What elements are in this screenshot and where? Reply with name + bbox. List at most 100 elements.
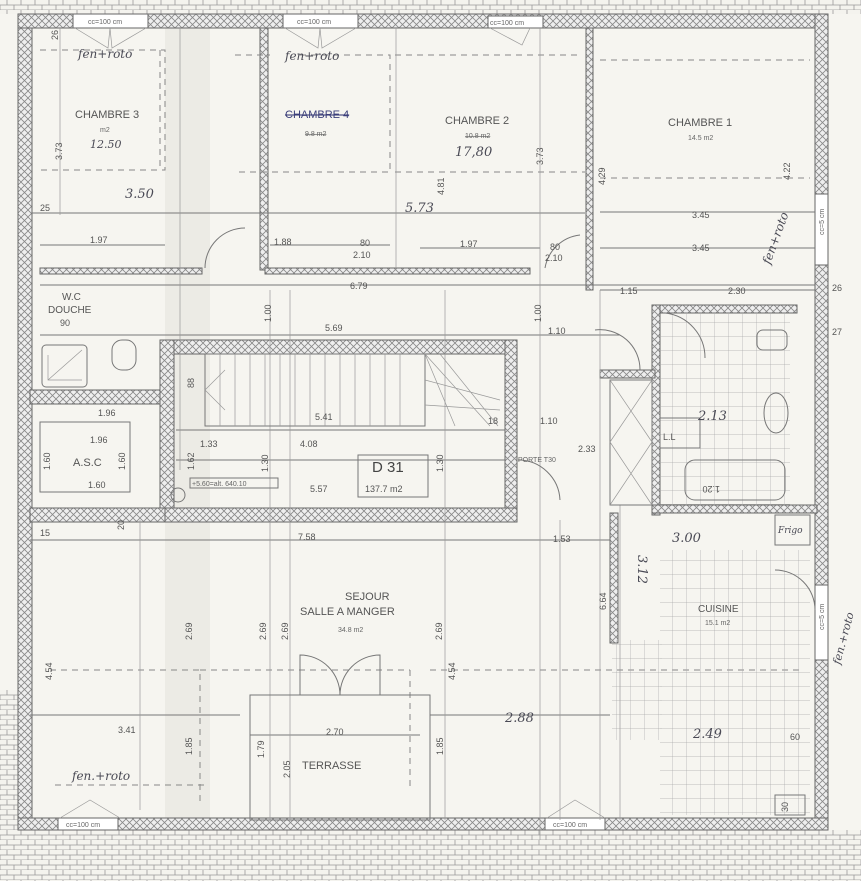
handwritten-notes: 3.50 5.73 3.00 3.12 2.13 2.88 2.49 (125, 187, 727, 742)
note-cuisine: fen.+roto (830, 611, 857, 667)
window-label: cc=100 cm (297, 19, 331, 26)
level-box (189, 477, 279, 489)
interior-walls (29, 27, 818, 644)
window-label: cc=100 cm (490, 20, 524, 27)
duct-shaft (609, 379, 653, 506)
unit-box (357, 454, 429, 498)
dimension-label: 1.10 (548, 326, 566, 336)
window-sejour-right (544, 817, 606, 831)
handwritten-dimension: 2.49 (692, 727, 722, 742)
room-area-sejour: 34.8 m2 (338, 627, 363, 634)
dimension-label: 20 (116, 520, 126, 530)
label-frigo: Frigo (777, 526, 803, 536)
dimension-label: 88 (186, 378, 196, 388)
dimension-label: 3.45 (692, 243, 710, 253)
dimension-label: 1.79 (256, 740, 266, 758)
staircase (204, 353, 501, 427)
dimension-label: 18 (488, 416, 498, 426)
fridge-box (774, 514, 811, 546)
dimension-label: 1.60 (88, 480, 106, 490)
window-sejour-left (57, 817, 119, 831)
laundry-box (659, 417, 701, 449)
room-name-chambre3: CHAMBRE 3 (75, 109, 139, 121)
dimension-label: 1.30 (260, 454, 270, 472)
room-area-cuisine: 15.1 m2 (705, 620, 730, 627)
room-name-chambre4: CHAMBRE 4 (285, 109, 349, 121)
dimension-label: 1.00 (533, 304, 543, 322)
dimension-labels: 3.73 26 25 1.97 1.88 80 2.10 1.97 80 2.1… (40, 30, 842, 812)
unit-area: 137.7 m2 (365, 484, 403, 494)
dimension-label: 6.64 (598, 592, 608, 610)
dashed-lines (40, 49, 810, 805)
window-label: cc=100 cm (66, 822, 100, 829)
window-cuisine (814, 584, 829, 661)
washbasin (763, 392, 789, 434)
dimension-label: 1.62 (186, 452, 196, 470)
handwritten-dimension: 3.12 (634, 555, 649, 584)
dimension-label: 1.85 (435, 737, 445, 755)
room-name-wc: W.C (62, 292, 81, 303)
room-name-douche: DOUCHE (48, 305, 92, 316)
dimension-label: 80 (360, 238, 370, 248)
dimension-label: 2.10 (353, 250, 371, 260)
room-name-terrasse: TERRASSE (302, 760, 361, 772)
dimension-label: 1.97 (460, 239, 478, 249)
level-label: +5.60=alt. 640.10 (192, 481, 247, 488)
window-label: cc=5 cm (819, 604, 826, 630)
dimension-label: 4.22 (782, 162, 792, 180)
survey-point-icon (170, 487, 186, 503)
elevator-shaft (39, 421, 131, 493)
dimension-label: 3.73 (54, 142, 64, 160)
dimension-label: 2.69 (434, 622, 444, 640)
room-area-chambre4: 9.8 m2 (305, 131, 327, 138)
dimension-label: 5.57 (310, 484, 328, 494)
dimension-label: 2.30 (728, 286, 746, 296)
dimension-label: 4.54 (447, 662, 457, 680)
shafts (39, 379, 653, 506)
dimension-label: 1.15 (620, 286, 638, 296)
note-chambre3: fen+roto (77, 47, 132, 61)
handwritten-dimension: 2.88 (504, 711, 534, 726)
window-chambre2 (487, 15, 544, 29)
windows: cc=100 cm cc=100 cm cc=100 cm cc=100 cm … (57, 13, 829, 831)
bathroom-toilet (756, 329, 788, 351)
dimension-label: 2.33 (578, 444, 596, 454)
dimension-label: 1.60 (117, 452, 127, 470)
dimension-label: 6.79 (350, 281, 368, 291)
window-chambre3 (72, 13, 149, 29)
window-chambre4 (282, 13, 359, 29)
bathtub (684, 459, 786, 501)
handwritten-dimension: 5.73 (405, 201, 434, 216)
dimension-label: 4.54 (44, 662, 54, 680)
exterior-paving-bottom (0, 830, 861, 881)
room-area-chambre2: 10.8 m2 (465, 133, 490, 140)
dimension-label: 5.41 (315, 412, 333, 422)
room-area-handwritten-chambre2: 17,80 (455, 145, 492, 160)
note-chambre4: fen+roto (284, 49, 339, 63)
dimension-label: 1.33 (200, 439, 218, 449)
shower-tray (41, 344, 88, 388)
dimension-label: 1.97 (90, 235, 108, 245)
dimension-label: 1.85 (184, 737, 194, 755)
dimension-label: 26 (50, 30, 60, 40)
dimension-label: 1.88 (274, 237, 292, 247)
room-name-chambre2: CHAMBRE 2 (445, 115, 509, 127)
bathroom-fixtures (41, 312, 790, 505)
handwritten-dimension: 3.50 (125, 187, 154, 202)
window-label: cc=100 cm (88, 19, 122, 26)
dimension-label: 1.20 (702, 484, 720, 494)
room-name-salle-a-manger: SALLE A MANGER (300, 606, 395, 618)
dimension-label: 2.69 (258, 622, 268, 640)
dimension-lines (30, 28, 815, 840)
dimension-label: 2.69 (280, 622, 290, 640)
dimension-label: 5.69 (325, 323, 343, 333)
outer-walls (17, 13, 829, 831)
dimension-label: 2.05 (282, 760, 292, 778)
dimension-label: 4.08 (300, 439, 318, 449)
handwritten-dimension: 2.13 (697, 409, 727, 424)
label-porte-t30: PORTE T30 (518, 457, 556, 464)
dimension-label: 2.10 (545, 253, 563, 263)
dimension-label: 3.41 (118, 725, 136, 735)
dimension-label: 26 (832, 283, 842, 293)
room-area-chambre1: 14.5 m2 (688, 135, 713, 142)
